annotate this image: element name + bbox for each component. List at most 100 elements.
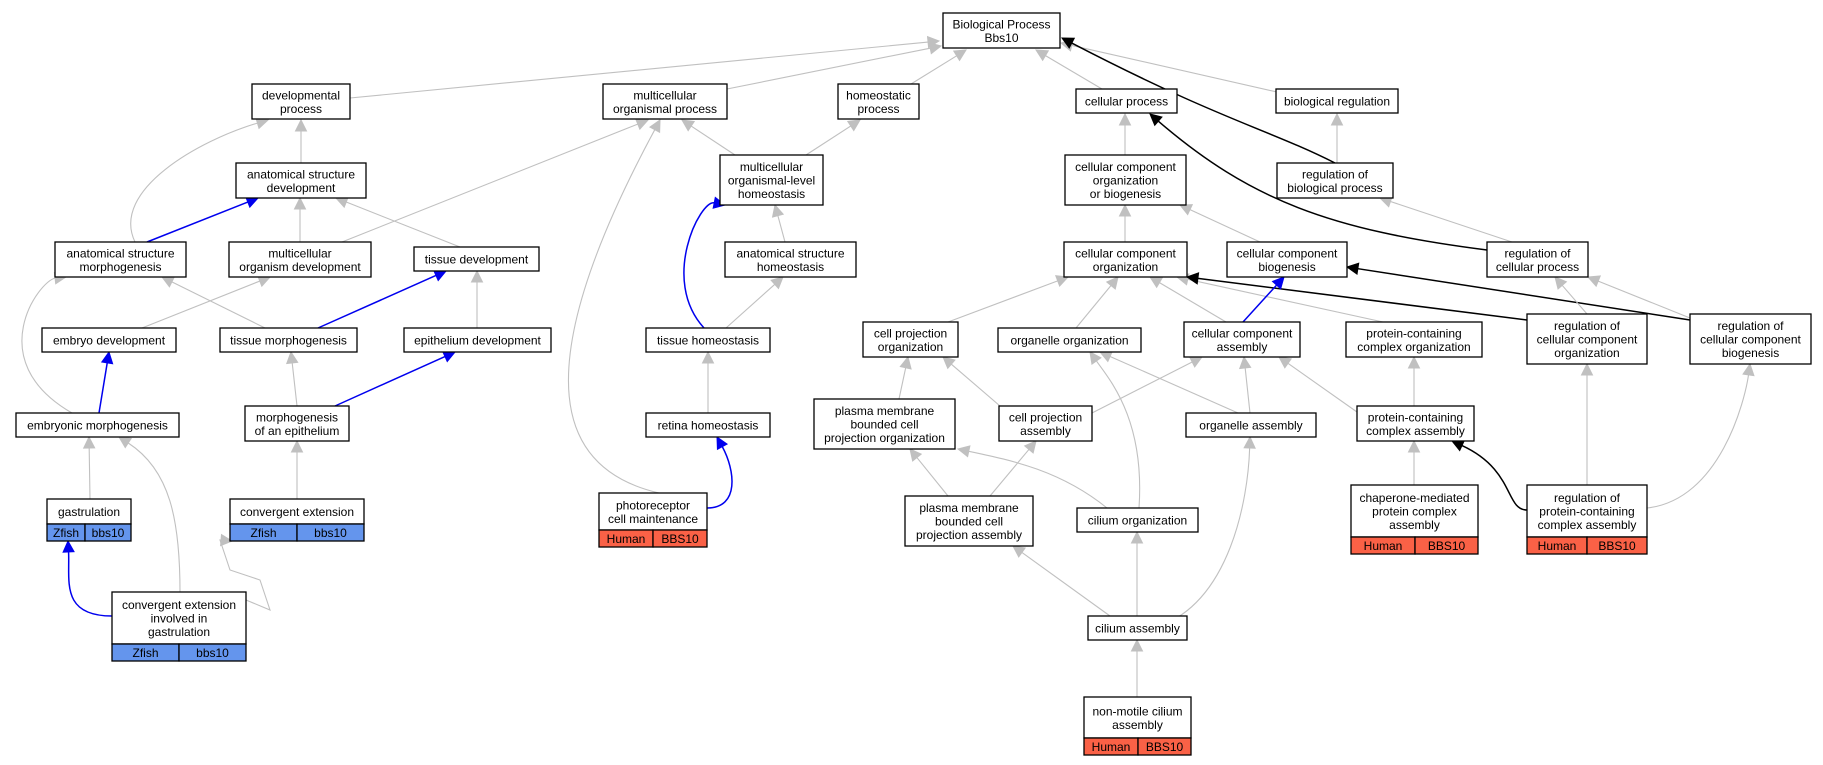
edge-rcco-to-rcp-is-a	[1561, 284, 1588, 315]
edge-em-to-asm-is-a	[21, 277, 73, 414]
node-box-oa	[1185, 412, 1317, 438]
node-label-line: organism development	[239, 260, 361, 274]
node-label-line: homeostasis	[738, 187, 805, 201]
node-label-line: cellular component	[1075, 160, 1176, 174]
go-term-node-tm[interactable]: tissue morphogenesis	[219, 327, 358, 353]
go-term-node-bioreg[interactable]: biological regulation	[1275, 88, 1399, 114]
go-term-node-oa[interactable]: organelle assembly	[1185, 412, 1317, 438]
arrowhead-co-to-oo	[1089, 351, 1102, 366]
edge-pcca-to-cca-is-a	[1287, 362, 1358, 413]
node-label-line: bounded cell	[850, 418, 918, 432]
species-tag-cell	[1414, 536, 1479, 555]
go-term-node-em[interactable]: embryonic morphogenesis	[15, 412, 180, 438]
node-label-line: assembly	[1112, 718, 1163, 732]
edge-oo-to-cco-is-a	[1075, 285, 1112, 329]
arrowhead-moe-to-tm	[285, 350, 299, 365]
arrowhead-mlh-to-mop	[681, 119, 696, 132]
node-label-line: assembly	[1020, 424, 1071, 438]
go-term-node-co[interactable]: cilium organization	[1076, 507, 1199, 533]
arrowhead-th-to-ash	[770, 276, 784, 290]
go-term-node-ed[interactable]: embryo development	[41, 327, 177, 353]
go-term-node-ca[interactable]: cilium assembly	[1087, 615, 1188, 641]
node-label-line: protein-containing	[1368, 410, 1463, 424]
go-term-node-th[interactable]: tissue homeostasis	[645, 327, 771, 353]
node-box-oo	[997, 327, 1142, 353]
node-label-line: organismal-level	[728, 174, 815, 188]
node-label-line: projection organization	[824, 431, 945, 445]
go-term-node-rh[interactable]: retina homeostasis	[645, 412, 771, 438]
arrowhead-rpcca-to-rcco	[1580, 362, 1594, 376]
node-label-line: complex assembly	[1538, 518, 1637, 532]
node-label-line: embryonic morphogenesis	[27, 419, 168, 433]
node-box-pcca	[1356, 405, 1475, 442]
node-label-line: cellular component	[1075, 246, 1176, 260]
arrowhead-cellproc-to-bp	[1035, 49, 1050, 62]
node-label-line: organismal process	[613, 102, 717, 116]
species-tag-label: Human	[1364, 539, 1403, 553]
node-label-line: morphogenesis	[79, 260, 161, 274]
arrowhead-oa-to-cca	[1238, 355, 1252, 370]
arrowhead-ca-to-oa	[1243, 435, 1256, 449]
node-label-line: involved in	[151, 612, 208, 626]
node-label-line: cellular process	[1085, 95, 1168, 109]
arrowhead-em-to-ed	[100, 350, 114, 365]
species-tag-label: Human	[607, 532, 646, 546]
edge-co-to-pmbcpo-is-a	[968, 450, 1108, 509]
go-term-node-epd[interactable]: epithelium development	[403, 327, 552, 353]
node-box-dev	[251, 83, 351, 120]
go-term-node-oo[interactable]: organelle organization	[997, 327, 1142, 353]
edge-gast-to-em-is-a	[88, 447, 91, 500]
go-term-node-td[interactable]: tissue development	[413, 246, 540, 272]
edge-pmbcpa-to-cpa-is-a	[989, 449, 1030, 497]
edge-layer	[21, 35, 1755, 697]
node-label-line: cell maintenance	[608, 512, 698, 526]
gene-tag-label: BBS10	[661, 532, 699, 546]
node-box-ca	[1087, 615, 1188, 641]
node-label-line: epithelium development	[414, 334, 541, 348]
node-box-mlh	[719, 154, 824, 206]
edge-ccb-to-ccob-is-a	[1189, 209, 1261, 243]
edge-rcp-to-cellproc-regulates	[1157, 120, 1488, 251]
go-term-node-cellproc[interactable]: cellular process	[1075, 88, 1178, 114]
node-box-pcm	[598, 492, 708, 531]
edge-th-to-mlh-part-of	[683, 202, 715, 329]
node-box-rcp	[1486, 241, 1589, 278]
node-label-line: morphogenesis	[256, 410, 338, 424]
node-label-line: chaperone-mediated	[1359, 491, 1469, 505]
node-box-rh	[645, 412, 771, 438]
arrowhead-rbp-to-bioreg	[1330, 112, 1344, 126]
edge-cca-to-cco-is-a	[1159, 282, 1227, 323]
arrowhead-rpcca-to-rccb	[1742, 362, 1755, 377]
